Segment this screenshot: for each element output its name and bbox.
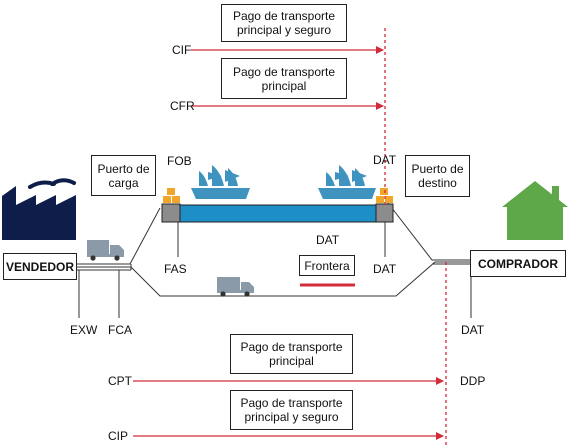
destination-port-box: Puerto de destino bbox=[405, 155, 470, 197]
term-ddp: DDP bbox=[460, 374, 486, 388]
term-cif: CIF bbox=[172, 43, 192, 57]
cargo-icon bbox=[163, 188, 180, 203]
loading-port-block bbox=[161, 203, 181, 223]
term-cpt: CPT bbox=[108, 374, 132, 388]
cfr-transport-box: Pago de transporte principal bbox=[221, 58, 347, 99]
term-exw: EXW bbox=[70, 323, 98, 337]
cif-transport-box: Pago de transporte principal y seguro bbox=[221, 4, 347, 42]
loading-port-box: Puerto de carga bbox=[91, 155, 156, 196]
factory-icon bbox=[2, 178, 76, 240]
destination-port-block bbox=[375, 203, 394, 223]
sea-route bbox=[179, 204, 377, 223]
term-dat-port: DAT bbox=[373, 153, 397, 167]
road-network bbox=[76, 202, 470, 297]
ship-icon bbox=[191, 165, 250, 199]
term-cfr: CFR bbox=[170, 99, 195, 113]
term-fca: FCA bbox=[108, 323, 132, 337]
cip-transport-box: Pago de transporte principal y seguro bbox=[230, 390, 353, 430]
term-cip: CIP bbox=[108, 429, 129, 443]
border-box: Frontera bbox=[299, 255, 355, 276]
cpt-transport-box: Pago de transporte principal bbox=[230, 334, 353, 374]
truck-icon bbox=[217, 277, 254, 297]
term-dat-buyer: DAT bbox=[461, 323, 485, 337]
cargo-icon bbox=[376, 188, 393, 203]
truck-icon bbox=[87, 240, 124, 261]
seller-box: VENDEDOR bbox=[3, 253, 77, 280]
term-fob: FOB bbox=[167, 154, 192, 168]
house-icon bbox=[502, 181, 568, 240]
term-lines bbox=[78, 222, 472, 318]
term-dat-border: DAT bbox=[316, 233, 340, 247]
term-dat-port-lower: DAT bbox=[373, 262, 397, 276]
buyer-box: COMPRADOR bbox=[470, 250, 566, 277]
term-fas: FAS bbox=[164, 262, 187, 276]
ship-icon bbox=[318, 165, 376, 199]
